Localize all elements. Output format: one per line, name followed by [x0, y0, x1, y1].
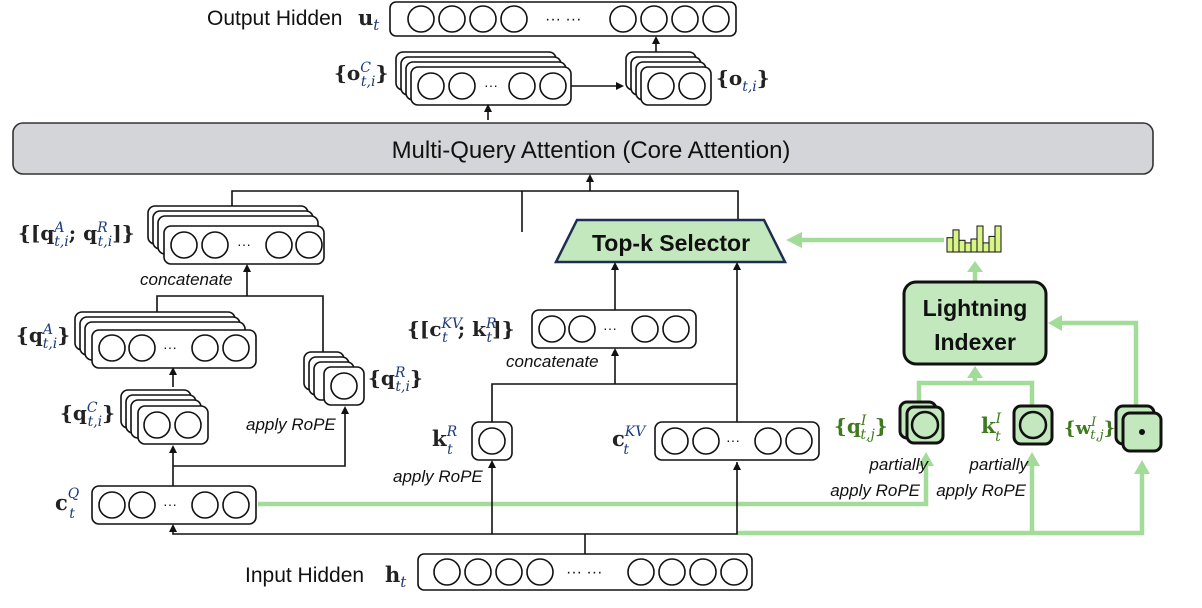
green-arrowhead: [1024, 452, 1040, 466]
lightning-indexer-label-1: Lightning: [923, 295, 1028, 321]
green-arrowhead: [1048, 315, 1062, 331]
concatenate-kv-note: concatenate: [506, 352, 599, 371]
green-line-qi-ki-to-indexer: [916, 380, 1035, 405]
histogram-bar: [982, 242, 990, 253]
arrow-h-to-ckv: [733, 462, 741, 470]
lightning-indexer-label-2: Indexer: [934, 329, 1016, 355]
histogram-bar: [964, 242, 972, 253]
connector-top-bus: [231, 190, 739, 232]
green-arrowhead: [786, 232, 802, 248]
apply-rope-k-note: apply RoPE: [393, 467, 483, 486]
partially-k-note-1: partially: [968, 455, 1029, 474]
green-line-cq-to-qi: [258, 462, 929, 507]
output-hidden-symbol: ut: [358, 5, 380, 34]
topk-selector-label: Top-k Selector: [592, 230, 750, 256]
svg-text:···: ···: [163, 496, 177, 512]
input-hidden-symbol: ht: [385, 562, 407, 591]
output-hidden-group: Output Hidden ut ··· ···: [207, 1, 737, 37]
core-attention-label: Multi-Query Attention (Core Attention): [392, 137, 791, 164]
vector-cell: [1018, 410, 1048, 440]
ellipsis: ··· ···: [566, 564, 602, 581]
partially-q-note-1: partially: [868, 455, 929, 474]
q-ar-stack: ···: [147, 205, 325, 265]
histogram-bar: [946, 237, 954, 253]
lightning-indexer-block: [902, 280, 1048, 366]
ellipsis: ··· ···: [545, 11, 581, 28]
output-hidden-cells: [407, 5, 730, 33]
q-r-stack: [303, 351, 365, 406]
q-i-stack: [898, 400, 945, 445]
svg-text:···: ···: [237, 236, 251, 252]
w-i-stack: [1114, 404, 1163, 453]
c-q-cells: ···: [98, 491, 250, 519]
vector-cell: [702, 5, 730, 33]
green-line-h-to-wi: [737, 470, 1145, 536]
svg-text:···: ···: [484, 77, 498, 93]
histogram-bar: [994, 225, 1002, 253]
input-hidden-group: Input Hidden ht ··· ···: [245, 553, 753, 591]
o-label: {ot,i}: [716, 66, 770, 95]
concatenate-q-note: concatenate: [140, 270, 233, 289]
partially-q-note-2: apply RoPE: [830, 481, 920, 500]
q-c-stack: [120, 389, 209, 445]
topk-selector-block: [553, 218, 788, 264]
apply-rope-q-note: apply RoPE: [246, 415, 336, 434]
histogram-bar: [988, 235, 996, 253]
vector-cell: [438, 5, 466, 33]
q-a-stack: ···: [74, 311, 257, 369]
connector-concat-q: [156, 295, 324, 352]
vector-cell: [671, 5, 699, 33]
vector-cell: [500, 5, 528, 33]
svg-text:···: ···: [603, 320, 617, 336]
vector-cell: [469, 5, 497, 33]
svg-text:···: ···: [163, 339, 177, 355]
vector-cell: [407, 5, 435, 33]
ckv-kr-cells: ···: [538, 315, 690, 343]
histogram-bar: [952, 229, 960, 253]
arrow-cq-to-qr: [173, 406, 349, 467]
input-hidden-cells: [433, 558, 748, 586]
output-hidden-label: Output Hidden: [207, 7, 342, 30]
green-arrowhead: [1134, 460, 1150, 474]
histogram-bar: [958, 239, 966, 253]
o-stack: [625, 51, 712, 106]
green-arrowhead: [918, 452, 934, 466]
green-arrowhead: [967, 261, 983, 272]
vector-cell: [609, 5, 637, 33]
vector-cell: [640, 5, 668, 33]
connector-concat-kv: [491, 383, 737, 422]
svg-text:···: ···: [726, 432, 740, 448]
c-kv-cells: ···: [661, 427, 813, 455]
vector-cell: [478, 427, 506, 455]
o-c-stack: ···: [395, 51, 572, 106]
input-hidden-label: Input Hidden: [245, 564, 364, 587]
histogram-bar: [976, 225, 984, 253]
green-line-wi-to-indexer: [1062, 320, 1139, 405]
score-histogram-icon: [946, 225, 1002, 253]
partially-k-note-2: apply RoPE: [936, 481, 1026, 500]
histogram-bar: [970, 238, 978, 253]
green-arrowhead: [967, 366, 983, 378]
core-attention-block: [12, 122, 1154, 175]
